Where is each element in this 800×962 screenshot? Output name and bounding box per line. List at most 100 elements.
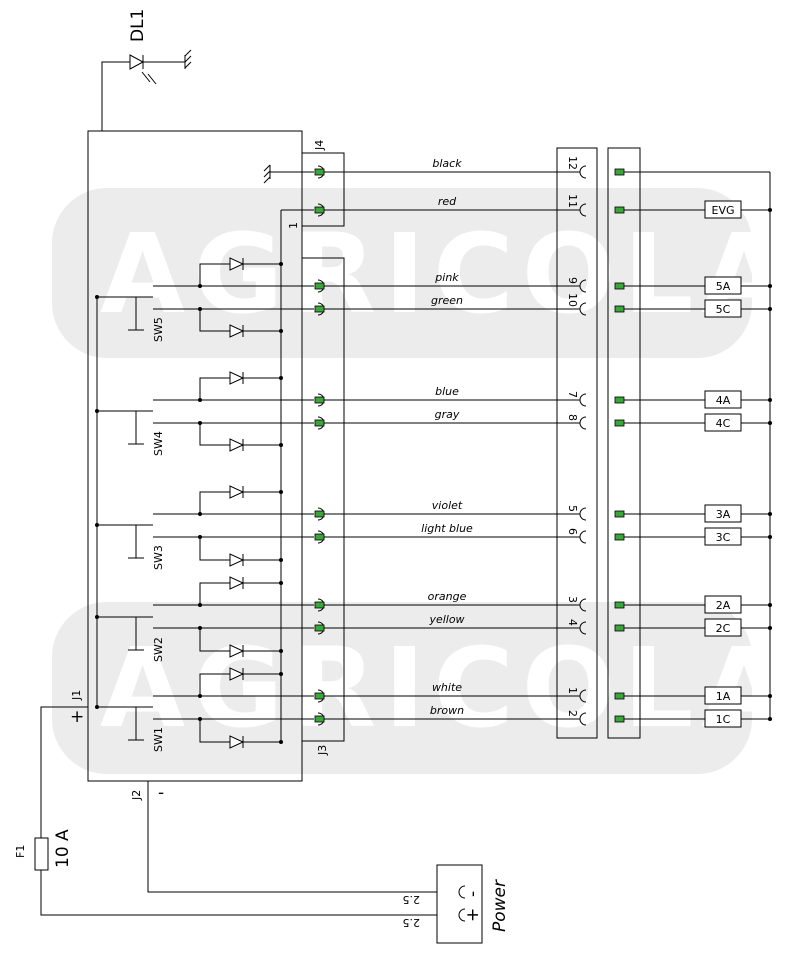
pin-number: 2 xyxy=(566,710,579,717)
pin-number: 8 xyxy=(566,414,579,421)
terminal-icon xyxy=(614,624,625,632)
terminal-icon xyxy=(314,715,325,723)
switch-sw1: SW1 xyxy=(95,705,165,752)
led-wire xyxy=(101,61,130,131)
watermark-band-bottom xyxy=(52,602,752,774)
terminal-icon xyxy=(314,624,325,632)
wire-color-label: black xyxy=(432,157,462,170)
wire-color-label: light blue xyxy=(421,522,473,535)
j3-connector-block xyxy=(301,257,345,742)
terminal-icon xyxy=(314,206,325,214)
power-wire-size-plus: 2.5 xyxy=(403,916,421,929)
switch-sw4: SW4 xyxy=(95,409,165,456)
power-connector-box xyxy=(436,864,483,944)
power-wire-size-minus: 2.5 xyxy=(403,893,421,906)
wire-color-label: white xyxy=(432,681,462,694)
wire-white: white 1 1A xyxy=(153,681,772,705)
diode-icon xyxy=(198,667,283,698)
pin-number: 12 xyxy=(566,156,579,170)
power-minus-label: - xyxy=(463,891,483,897)
ground-symbol-black xyxy=(263,164,271,184)
terminal-icon xyxy=(614,510,625,518)
j4-pin1-label: 1 xyxy=(287,222,300,229)
led-dl1: DL1 xyxy=(101,9,192,131)
watermark-text-bottom: AGRICOLA xyxy=(100,624,795,752)
terminal-icon xyxy=(314,419,325,427)
j1-plus-label: + xyxy=(70,707,84,727)
output-label: 5A xyxy=(716,280,731,293)
output-label: 5C xyxy=(716,303,731,316)
pin-number: 9 xyxy=(566,277,579,284)
switch-label: SW3 xyxy=(152,545,165,570)
j2-label: J2 xyxy=(130,790,143,801)
terminal-icon xyxy=(614,715,625,723)
output-label: 2A xyxy=(716,599,731,612)
j4-label: J4 xyxy=(313,140,326,151)
terminal-icon xyxy=(314,305,325,313)
pin-number: 1 xyxy=(566,687,579,694)
wire-color-label: yellow xyxy=(428,613,464,626)
terminal-icon xyxy=(614,419,625,427)
wire-color-label: green xyxy=(431,294,463,307)
wire-light-blue: light blue 6 3C xyxy=(153,522,772,546)
watermark-group: AGRICOLA AGRICOLA xyxy=(52,188,795,774)
j3-label: J3 xyxy=(316,745,329,756)
diode-icon xyxy=(198,535,283,567)
terminal-icon xyxy=(614,601,625,609)
power-plus-label: + xyxy=(463,908,483,922)
fuse-f1: F1 10 A xyxy=(14,706,455,916)
wire-black: black 12 xyxy=(270,156,770,179)
diode-icon xyxy=(198,717,283,749)
led-label: DL1 xyxy=(128,9,148,42)
output-label: 3A xyxy=(716,508,731,521)
diode-icon xyxy=(198,485,283,516)
wire-color-label: orange xyxy=(428,590,467,603)
diode-group xyxy=(198,257,283,749)
power-supply: - + 2.5 2.5 Power xyxy=(147,781,510,944)
terminal-icon xyxy=(314,282,325,290)
terminal-icon xyxy=(314,168,325,176)
terminal-icon xyxy=(614,533,625,541)
terminal-icon xyxy=(314,601,325,609)
output-label: 2C xyxy=(716,622,731,635)
pin-number: 3 xyxy=(566,596,579,603)
output-label: 1C xyxy=(716,713,731,726)
output-label: 4A xyxy=(716,394,731,407)
middle-connector-strip xyxy=(556,147,598,739)
switch-label: SW2 xyxy=(152,637,165,662)
wire-blue: blue 7 4A xyxy=(153,385,772,409)
watermark-text-top: AGRICOLA xyxy=(100,210,795,338)
wire-brown: brown 2 1C xyxy=(153,704,772,728)
wire-pink: pink 9 5A xyxy=(153,271,772,295)
pin-number: 11 xyxy=(566,194,579,208)
wire-color-label: blue xyxy=(435,385,459,398)
j2-minus-label: - xyxy=(158,783,164,803)
output-label: 3C xyxy=(716,531,731,544)
power-label: Power xyxy=(490,879,510,932)
terminal-icon xyxy=(314,692,325,700)
pin-number: 6 xyxy=(566,528,579,535)
wire-color-label: violet xyxy=(432,499,463,512)
output-label: 4C xyxy=(716,417,731,430)
led-icon xyxy=(129,54,145,70)
wire-color-label: red xyxy=(438,195,457,208)
wire-color-label: gray xyxy=(435,408,460,421)
diode-icon xyxy=(198,626,283,658)
switch-sw2: SW2 xyxy=(95,615,165,662)
output-label: 1A xyxy=(716,690,731,703)
terminal-icon xyxy=(614,206,625,214)
diode-icon xyxy=(198,307,283,338)
diode-icon xyxy=(198,421,283,452)
wire-color-label: pink xyxy=(434,271,459,284)
wire-color-label: brown xyxy=(430,704,464,717)
output-label: EVG xyxy=(712,204,735,217)
j1-label: J1 xyxy=(70,690,83,701)
pin-number: 7 xyxy=(566,391,579,398)
terminal-icon xyxy=(314,533,325,541)
switch-label: SW4 xyxy=(152,431,165,456)
